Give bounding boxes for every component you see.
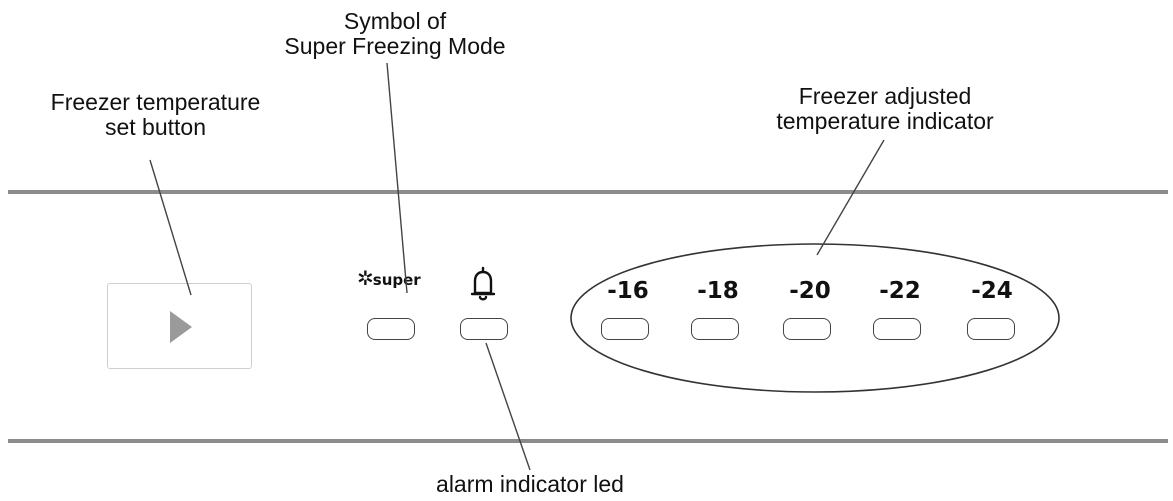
leader-set-button <box>149 159 192 296</box>
temp-led-3 <box>783 318 831 340</box>
panel-top-edge <box>8 190 1168 194</box>
callout-set-button: Freezer temperature set button <box>50 89 261 140</box>
temp-led-1 <box>601 318 649 340</box>
play-triangle-icon <box>170 311 192 343</box>
alarm-indicator-led <box>460 318 508 340</box>
temp-label-2: -18 <box>697 278 739 304</box>
callout-alarm-indicator-led: alarm indicator led <box>436 471 624 497</box>
freezer-temperature-set-button[interactable] <box>107 283 252 369</box>
temp-led-4 <box>873 318 921 340</box>
bell-icon <box>470 266 496 301</box>
callout-adjusted-temperature-indicator: Freezer adjusted temperature indicator <box>776 83 994 134</box>
temp-label-4: -22 <box>879 278 921 304</box>
leader-adjusted-indicator <box>816 139 885 256</box>
temp-led-5 <box>967 318 1015 340</box>
panel-bottom-edge <box>8 439 1168 443</box>
super-freezing-led <box>367 318 415 340</box>
temp-led-2 <box>691 318 739 340</box>
temp-label-3: -20 <box>789 278 831 304</box>
callout-super-freezing-symbol: Symbol of Super Freezing Mode <box>284 8 506 59</box>
temp-label-1: -16 <box>607 278 649 304</box>
leader-super-symbol <box>386 62 408 294</box>
super-label: super <box>372 271 421 289</box>
temp-label-5: -24 <box>971 278 1013 304</box>
leader-alarm-led <box>485 342 531 471</box>
super-freezing-symbol: ✲ super <box>357 268 421 288</box>
snowflake-icon: ✲ <box>357 266 374 290</box>
